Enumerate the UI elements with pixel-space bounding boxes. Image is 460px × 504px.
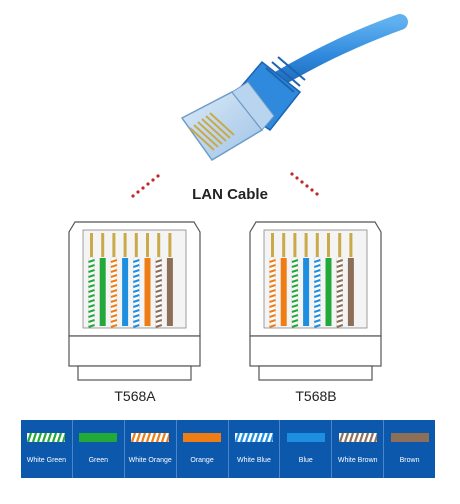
wire-white-green: [291, 257, 299, 328]
legend-label: Green: [88, 457, 109, 464]
plug-contacts: [189, 112, 235, 151]
swatch-stripes: [27, 433, 66, 442]
diagram-title: LAN Cable: [192, 186, 268, 203]
wire-white-blue: [313, 257, 321, 328]
swatch-fill: [79, 433, 118, 442]
wire-blue: [303, 258, 310, 326]
wire-brown: [347, 258, 354, 326]
gold-contact: [338, 233, 342, 257]
wire-orange: [144, 258, 151, 326]
gold-contact: [146, 233, 149, 257]
connector-cable-end: [77, 365, 192, 381]
white-brown-swatch-icon: [338, 433, 377, 442]
legend-item-brown: Brown: [384, 420, 435, 478]
gold-contact: [90, 233, 93, 257]
gold-contact: [101, 233, 105, 257]
legend-label: White Orange: [128, 457, 172, 464]
boot-ridges: [265, 56, 306, 93]
gold-contact: [315, 233, 319, 257]
wire-white-brown: [155, 257, 163, 328]
white-green-swatch-icon: [27, 433, 66, 442]
legend-item-green: Green: [73, 420, 125, 478]
connector-cable-end: [258, 365, 373, 381]
white-orange-swatch-icon: [131, 433, 170, 442]
wire-white-orange: [110, 257, 118, 328]
gold-contact: [271, 233, 274, 257]
green-swatch-icon: [79, 433, 118, 442]
orange-swatch-icon: [183, 433, 222, 442]
white-blue-swatch-icon: [234, 433, 273, 442]
wire-white-orange: [269, 257, 276, 328]
t568a-connector: [68, 221, 201, 381]
gold-contact: [327, 233, 330, 257]
swatch-fill: [390, 433, 429, 442]
legend-label: Blue: [298, 457, 313, 464]
blue-swatch-icon: [286, 433, 325, 442]
legend-item-orange: Orange: [177, 420, 229, 478]
wire-white-brown: [336, 257, 344, 328]
wire-white-blue: [132, 257, 140, 328]
t568a-wires: [88, 233, 173, 328]
wire-white-green: [88, 257, 95, 328]
legend-label: Orange: [190, 457, 214, 464]
wire-brown: [166, 258, 173, 326]
gold-contact: [123, 233, 127, 257]
legend-item-white-brown: White Brown: [332, 420, 385, 478]
wire-green: [325, 258, 332, 326]
gold-contact: [112, 233, 116, 257]
t568b-connector: [249, 221, 382, 381]
legend-item-blue: Blue: [280, 420, 333, 478]
color-legend: White Green Green White Orange Orange Wh…: [21, 420, 435, 478]
leader-dots-left: [131, 174, 160, 198]
gold-contact: [282, 233, 286, 257]
t568b-wires: [269, 233, 354, 328]
legend-item-white-orange: White Orange: [125, 420, 177, 478]
legend-label: White Blue: [237, 457, 271, 464]
gold-contact: [304, 233, 308, 257]
legend-label: White Brown: [337, 457, 378, 464]
swatch-stripes: [131, 433, 170, 442]
t568a-label: T568A: [114, 388, 156, 404]
wire-green: [99, 258, 106, 326]
connector-strain-relief: [249, 335, 382, 367]
swatch-fill: [286, 433, 325, 442]
connector-strain-relief: [68, 335, 201, 367]
legend-label: Brown: [399, 457, 420, 464]
gold-contact: [349, 233, 353, 257]
plug-latch: [231, 81, 275, 131]
legend-label: White Green: [26, 457, 67, 464]
lan-cable-plug-icon: [180, 14, 408, 161]
gold-contact: [168, 233, 172, 257]
gold-contact: [157, 233, 161, 257]
leader-dots-right: [290, 172, 319, 196]
wire-blue: [122, 258, 129, 326]
swatch-stripes: [338, 433, 377, 442]
legend-item-white-blue: White Blue: [229, 420, 281, 478]
swatch-stripes: [234, 433, 273, 442]
swatch-fill: [183, 433, 222, 442]
brown-swatch-icon: [390, 433, 429, 442]
legend-item-white-green: White Green: [21, 420, 73, 478]
gold-contact: [134, 233, 138, 257]
gold-contact: [293, 233, 297, 257]
t568b-label: T568B: [295, 388, 337, 404]
wire-orange: [280, 258, 287, 326]
